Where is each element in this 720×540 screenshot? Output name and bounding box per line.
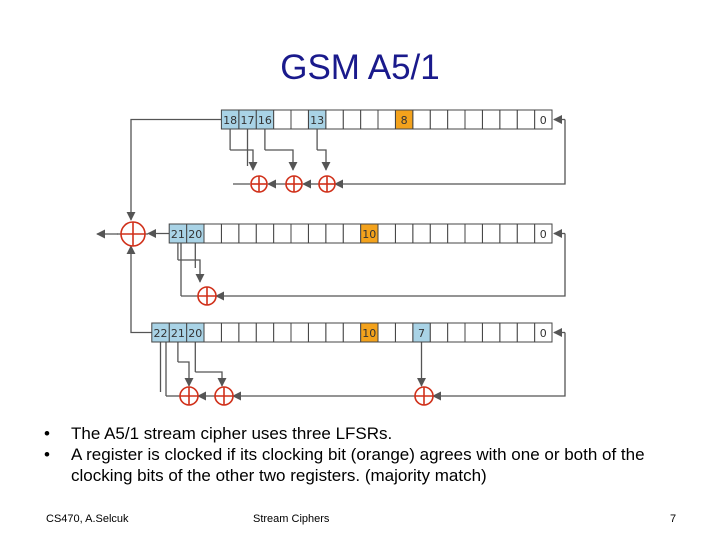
register-cell [481, 322, 501, 343]
register-cell [151, 322, 170, 343]
wire [264, 149, 298, 171]
wire [334, 119, 566, 189]
register-cell [377, 109, 396, 130]
wire [177, 259, 205, 283]
register-cell [307, 223, 327, 244]
bit-label: 13 [310, 114, 324, 127]
bit-label: 20 [188, 327, 202, 340]
register-cell [273, 322, 292, 343]
bullet-list: The A5/1 stream cipher uses three LFSRs.… [44, 423, 684, 486]
bit-label: 7 [418, 327, 425, 340]
register-cell [499, 223, 518, 244]
register-cell [203, 322, 222, 343]
bit-label: 16 [258, 114, 272, 127]
register-cell [342, 322, 362, 343]
register-cell [377, 223, 396, 244]
register-cell [360, 109, 379, 130]
register-cell [481, 109, 501, 130]
register-cell [238, 223, 257, 244]
register-cell [203, 223, 222, 244]
register-cell [516, 223, 536, 244]
register-cell [394, 322, 414, 343]
register-cell [499, 109, 518, 130]
wire [126, 245, 152, 334]
bit-label: 17 [241, 114, 255, 127]
register-cell [464, 322, 483, 343]
register-cell [447, 322, 466, 343]
feedback-wires [96, 114, 566, 401]
register-cell [307, 322, 327, 343]
wire [317, 149, 331, 171]
register-cell [412, 223, 431, 244]
register-cell [220, 223, 240, 244]
register-cell [464, 109, 483, 130]
register-cell [429, 109, 449, 130]
register-cell [429, 322, 449, 343]
register-cell [238, 322, 257, 343]
register-cell [394, 223, 414, 244]
bit-label: 0 [540, 114, 547, 127]
register-cell [168, 223, 188, 244]
wire [126, 118, 222, 221]
wire [215, 233, 566, 301]
xor-gates [120, 175, 434, 406]
bit-label: 10 [362, 327, 376, 340]
register-cell [220, 322, 240, 343]
register-cell [290, 322, 309, 343]
register-cell [290, 109, 309, 130]
bit-label: 21 [171, 327, 185, 340]
register-cell [290, 223, 309, 244]
bit-label: 20 [188, 228, 202, 241]
register-cell [377, 322, 396, 343]
wire [195, 371, 227, 387]
register-cell [255, 322, 275, 343]
footer-topic: Stream Ciphers [253, 513, 330, 525]
register-cell [516, 109, 536, 130]
wire [230, 149, 258, 171]
register-cell [516, 322, 536, 343]
bit-label: 21 [171, 228, 185, 241]
register-cell [325, 223, 344, 244]
wire [432, 332, 566, 401]
register-cell [447, 109, 466, 130]
footer-page-number: 7 [670, 513, 677, 525]
bit-label: 0 [540, 228, 547, 241]
wire [177, 361, 194, 387]
register-cell [273, 223, 292, 244]
register-cell [220, 109, 240, 130]
bit-label: 10 [362, 228, 376, 241]
register-cell [342, 223, 362, 244]
register-cell [412, 109, 431, 130]
register-cell [447, 223, 466, 244]
register-cell [273, 109, 292, 130]
register-cell [342, 109, 362, 130]
bit-label: 18 [223, 114, 237, 127]
register-cell [429, 223, 449, 244]
bullet-item: A register is clocked if its clocking bi… [44, 444, 684, 486]
register-cell [255, 223, 275, 244]
bit-label: 0 [540, 327, 547, 340]
register-cell [464, 223, 483, 244]
register-cell [481, 223, 501, 244]
register-cell [499, 322, 518, 343]
register-cell [325, 109, 344, 130]
footer-course: CS470, A.Selcuk [46, 513, 129, 525]
bullet-item: The A5/1 stream cipher uses three LFSRs. [44, 423, 684, 444]
slide-title: GSM A5/1 [280, 48, 440, 87]
bit-label: 8 [401, 114, 408, 127]
bit-label: 22 [154, 327, 168, 340]
register-cell [325, 322, 344, 343]
